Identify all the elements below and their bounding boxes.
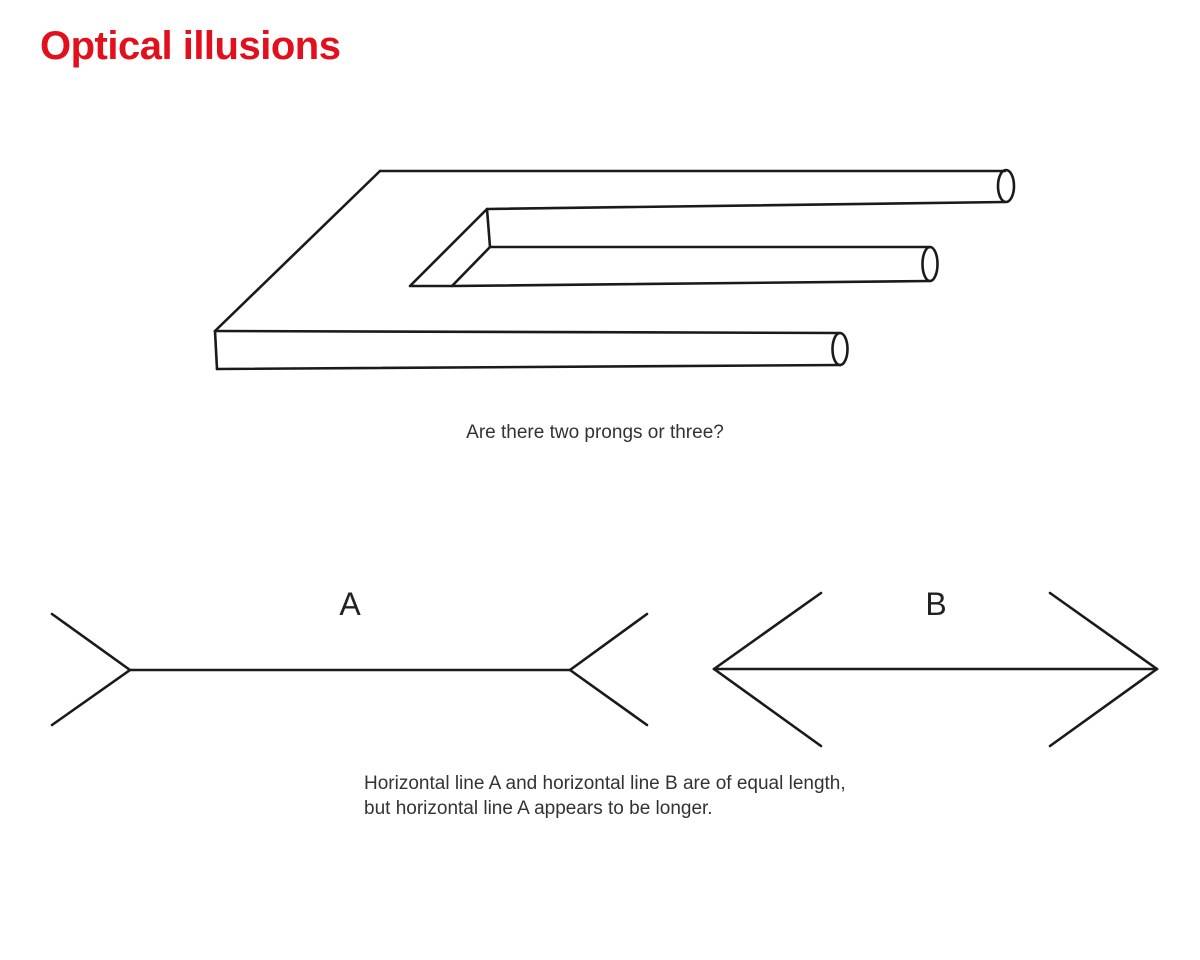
- inner-notch: [408, 207, 492, 288]
- prongs-caption: Are there two prongs or three?: [466, 422, 724, 443]
- line-b-left-arrow-top: [712, 591, 823, 671]
- line-b-right-arrow-top: [1048, 591, 1159, 671]
- muller-lyer-caption-line2: but horizontal line A appears to be long…: [364, 798, 713, 819]
- muller-lyer-caption: Horizontal line A and horizontal line B …: [364, 771, 1064, 821]
- left-diagonal: [213, 169, 382, 333]
- impossible-trident-figure: [213, 168, 1016, 371]
- line-b-right-arrow-bottom: [1048, 667, 1159, 748]
- line-a-right-fin-top: [568, 612, 649, 672]
- prong-bottom-lower-edge: [215, 363, 842, 371]
- prong-top-lower-edge: [485, 200, 1007, 211]
- line-a-right-fin-bottom: [568, 668, 649, 727]
- prong-middle-end-cap: [921, 245, 939, 283]
- line-b-left-arrow-bottom: [712, 667, 823, 748]
- prong-middle-lower-edge: [450, 279, 932, 288]
- line-a-label: A: [339, 586, 361, 622]
- line-b: [712, 591, 1159, 748]
- prong-bottom-end-cap: [831, 331, 849, 367]
- line-a-left-fin-bottom: [50, 668, 132, 727]
- prong-bottom: [213, 329, 842, 335]
- prong-bottom-back-edge: [213, 329, 219, 371]
- line-a-left-fin-top: [50, 612, 132, 672]
- muller-lyer-caption-line1: Horizontal line A and horizontal line B …: [364, 773, 846, 794]
- page-title: Optical illusions: [40, 24, 341, 68]
- line-b-label: B: [925, 586, 947, 622]
- line-a: [50, 612, 649, 727]
- prong-top-end-cap: [996, 168, 1016, 204]
